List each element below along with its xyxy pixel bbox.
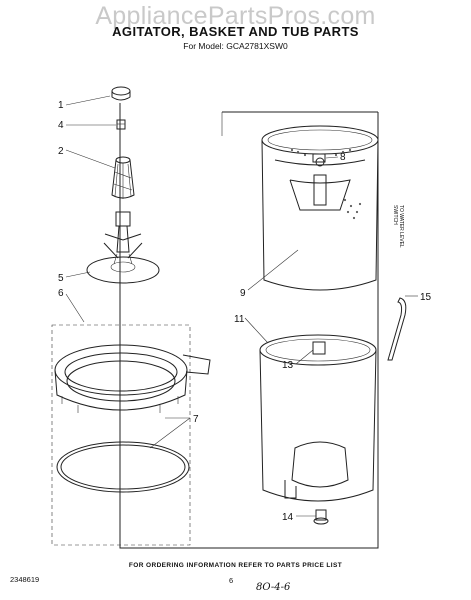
- part-label-4: 4: [58, 120, 64, 131]
- tub-seal: [312, 341, 326, 355]
- drain-fitting: [313, 509, 329, 525]
- part-label-1: 1: [58, 100, 64, 111]
- part-label-6: 6: [58, 288, 64, 299]
- watermark: AppliancePartsPros.com: [95, 2, 376, 30]
- document-number: 2348619: [10, 575, 40, 584]
- leader-lines: [65, 95, 418, 517]
- model-line: For Model: GCA2781XSW0: [183, 41, 288, 51]
- part-label-11: 11: [234, 314, 245, 325]
- frame-lines: [119, 103, 379, 549]
- water-level-note: TO WATER LEVEL SWITCH: [392, 205, 404, 248]
- outer-tub: [259, 334, 377, 502]
- part-labels: 1 4 2 5 6 7 8 9 15 11 13 14: [58, 100, 432, 523]
- part-label-7: 7: [193, 414, 199, 425]
- tub-ring: [51, 324, 211, 546]
- part-label-15: 15: [420, 292, 432, 303]
- part-label-8: 8: [340, 152, 346, 163]
- part-label-14: 14: [282, 512, 294, 523]
- page-number: 6: [229, 576, 234, 585]
- part-label-5: 5: [58, 273, 64, 284]
- agitator-clip: [116, 119, 126, 130]
- wash-basket: [261, 125, 379, 291]
- agitator-cap: [111, 86, 131, 101]
- pressure-hose: [387, 297, 407, 361]
- part-label-2: 2: [58, 146, 64, 157]
- ordering-note: FOR ORDERING INFORMATION REFER TO PARTS …: [128, 562, 343, 569]
- part-label-9: 9: [240, 288, 246, 299]
- agitator-auger: [111, 156, 135, 199]
- handwritten-note: 8O-4-6: [256, 582, 291, 593]
- tub-gasket: [56, 441, 190, 493]
- basket-nut: [312, 153, 326, 163]
- agitator-base: [86, 211, 160, 284]
- page-title: AGITATOR, BASKET AND TUB PARTS: [112, 24, 359, 39]
- part-label-13: 13: [282, 360, 294, 371]
